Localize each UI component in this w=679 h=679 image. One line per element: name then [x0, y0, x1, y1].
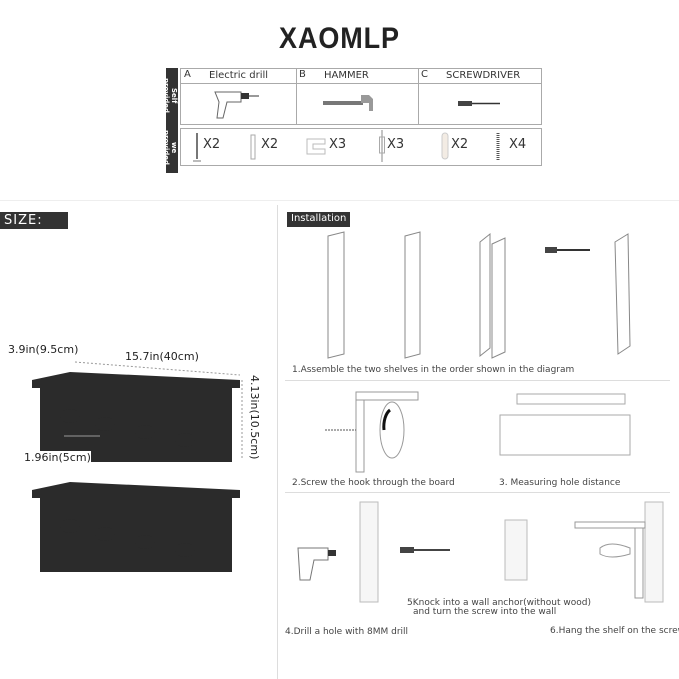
plug-icon — [441, 132, 449, 160]
shelf-2 — [32, 482, 240, 572]
step2-3-illustration — [325, 391, 631, 473]
part-qty: X3 — [387, 137, 405, 152]
screwdriver-icon — [458, 101, 500, 106]
installation-tag: Installation — [287, 212, 351, 227]
step1-caption: 1.Assemble the two shelves in the order … — [292, 365, 575, 375]
column-divider — [277, 205, 278, 679]
hook-spacing-dimension: 1.96in(5cm) — [24, 451, 91, 464]
part-qty: X4 — [509, 137, 527, 152]
tool-screwdriver: C SCREWDRIVER — [418, 69, 541, 124]
we-provided-label: we provided — [162, 130, 178, 166]
part-qty: X2 — [203, 137, 221, 152]
hook-pegs — [60, 409, 195, 447]
step6-caption: 6.Hang the shelf on the screws — [550, 626, 679, 636]
part-qty: X2 — [451, 137, 469, 152]
step4-6-illustration — [297, 501, 664, 603]
step4-caption: 4.Drill a hole with 8MM drill — [285, 627, 409, 637]
step2-caption: 2.Screw the hook through the board — [292, 478, 455, 488]
drill-icon — [214, 91, 259, 119]
tool-name: Electric drill — [209, 70, 269, 81]
length-dimension: 15.7in(40cm) — [125, 350, 199, 363]
step5-caption-line2: and turn the screw into the wall — [413, 607, 557, 617]
tool-letter: A — [184, 69, 191, 80]
step-divider — [285, 492, 670, 493]
tool-hammer: B HAMMER — [296, 69, 419, 124]
depth-dimension: 3.9in(9.5cm) — [8, 343, 79, 356]
step1-illustration — [327, 231, 631, 359]
tool-name: SCREWDRIVER — [446, 70, 521, 81]
screw-icon — [193, 133, 201, 162]
tool-drill: A Electric drill — [181, 69, 297, 124]
hook-bracket-icon — [306, 138, 326, 155]
part-qty: X2 — [261, 137, 279, 152]
tools-table: A Electric drill B HAMMER C SCREWDRIVER — [180, 68, 542, 125]
shelf-dimension-illustration — [32, 361, 243, 572]
step-divider — [285, 380, 670, 381]
hammer-icon — [323, 95, 373, 111]
tool-letter: C — [421, 69, 428, 80]
self-provided-label: Self provided — [162, 78, 178, 114]
shelf-1 — [32, 372, 240, 462]
section-divider — [0, 200, 679, 201]
tool-name: HAMMER — [324, 70, 369, 81]
part-qty: X3 — [329, 137, 347, 152]
size-tag: SIZE: — [0, 212, 68, 229]
provided-side-label: Self provided we provided — [162, 68, 178, 173]
step5-caption: 5Knock into a wall anchor(without wood) — [407, 598, 591, 608]
anchor-screw-icon — [379, 130, 385, 162]
wall-anchor-icon — [250, 134, 256, 160]
wood-screw-icon — [496, 133, 500, 160]
brand-title: XAOMLP — [279, 22, 400, 55]
parts-row: X2 X2 X3 X3 X2 X4 — [180, 128, 542, 166]
step3-caption: 3. Measuring hole distance — [499, 478, 621, 488]
height-dimension: 4.13in(10.5cm) — [248, 375, 261, 460]
tool-letter: B — [299, 69, 306, 80]
